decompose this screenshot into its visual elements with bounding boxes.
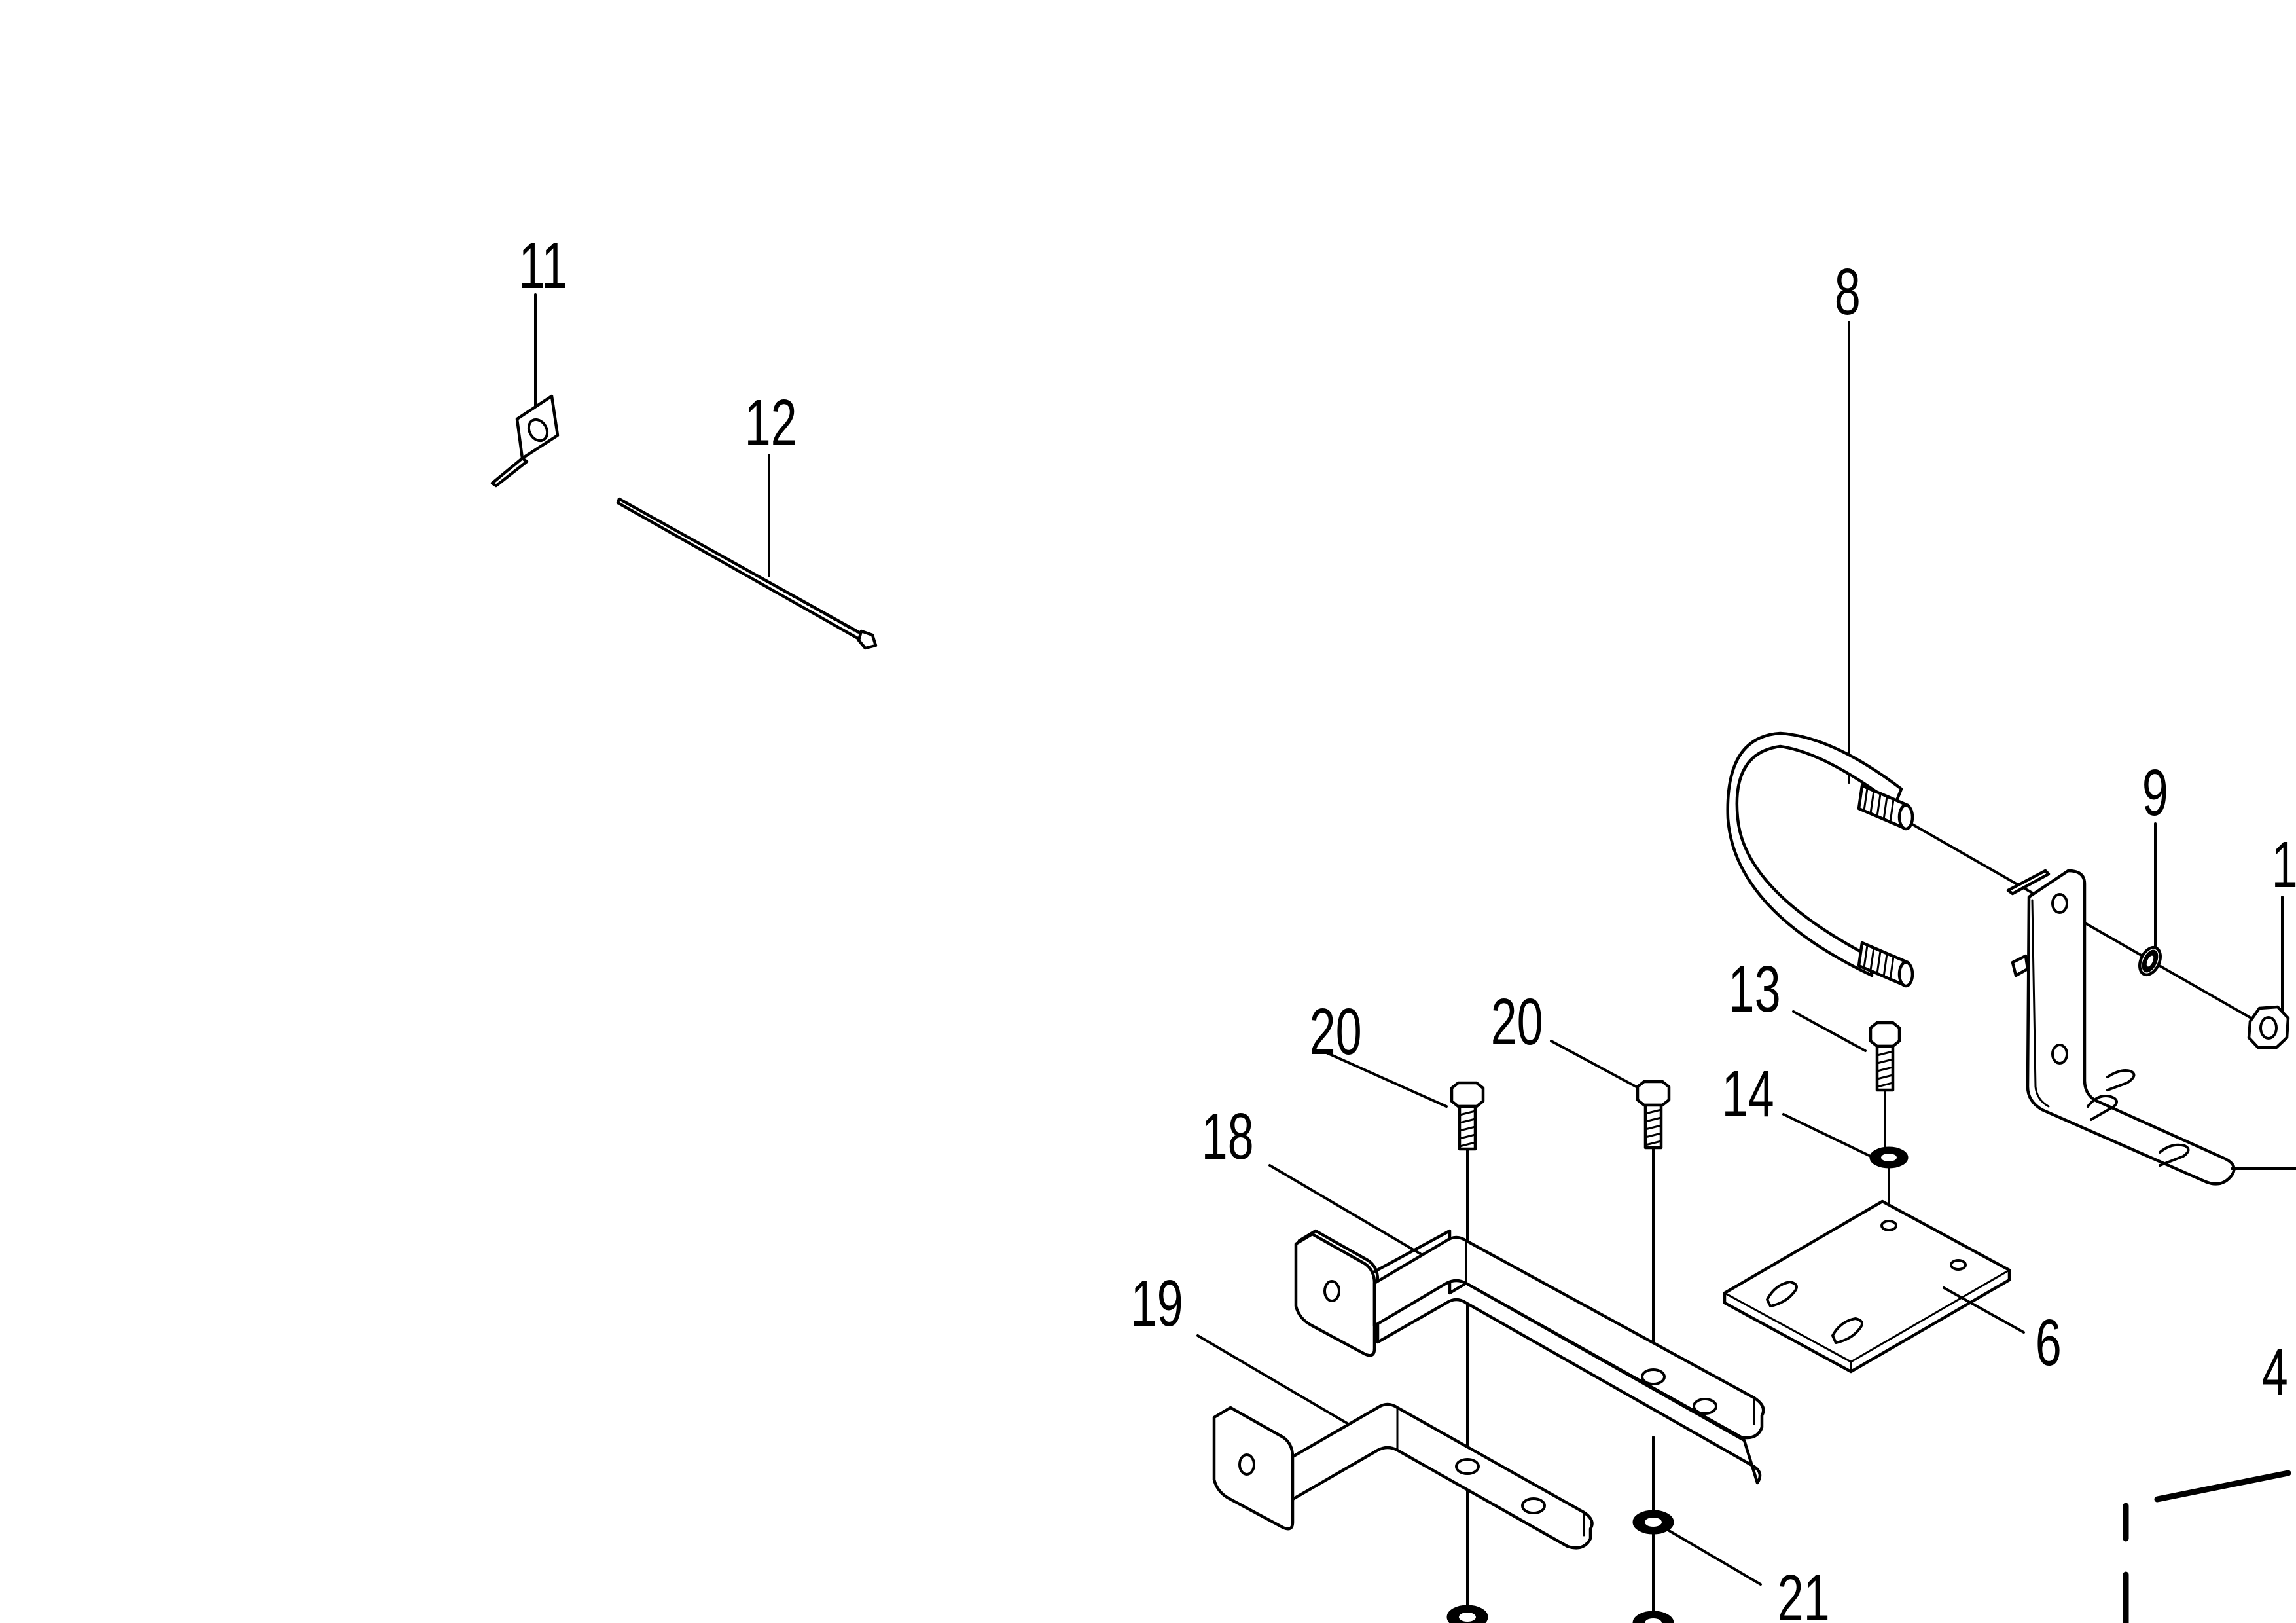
part-8-u-bolt: 8	[1726, 255, 2258, 1023]
callout-18: 18	[1202, 1100, 1254, 1173]
part-19-bracket: 19	[1131, 1267, 1594, 1550]
part-20-bolt-a: 20	[1310, 995, 1485, 1623]
callout-6: 6	[2036, 1306, 2062, 1379]
callout-9: 9	[2142, 756, 2168, 829]
callout-8: 8	[1835, 255, 1861, 328]
part-6-plate: 6	[1723, 1199, 2062, 1379]
callout-12: 12	[745, 386, 797, 459]
callout-21: 21	[1778, 1561, 1830, 1623]
part-10-nut: 10	[2247, 828, 2296, 1049]
callout-20-a: 20	[1310, 995, 1362, 1068]
callout-4: 4	[2262, 1336, 2288, 1408]
part-9-lock-washer: 9	[2138, 756, 2168, 977]
l-bracket	[2006, 869, 2296, 1186]
callout-19: 19	[1131, 1267, 1183, 1340]
callout-10: 10	[2272, 828, 2296, 901]
thread-bottom	[1863, 944, 1895, 981]
part-21-lock-washers: 21	[1446, 1510, 1830, 1623]
part-4: 4	[2123, 1336, 2291, 1623]
part-20-bolt-b: 20	[1491, 985, 1671, 1623]
callout-20-b: 20	[1491, 985, 1543, 1058]
part-12-cable-tie: 12	[616, 386, 878, 650]
thread-top	[1863, 787, 1895, 824]
part-11-clip: 11	[490, 229, 568, 488]
callout-14: 14	[1722, 1057, 1774, 1130]
part-18-bracket: 18	[1202, 1100, 1765, 1485]
callout-13: 13	[1729, 953, 1781, 1025]
part-13-bolt: 13	[1729, 953, 1901, 1150]
part-14-washer: 14	[1722, 1057, 1909, 1224]
callout-11: 11	[519, 229, 568, 302]
